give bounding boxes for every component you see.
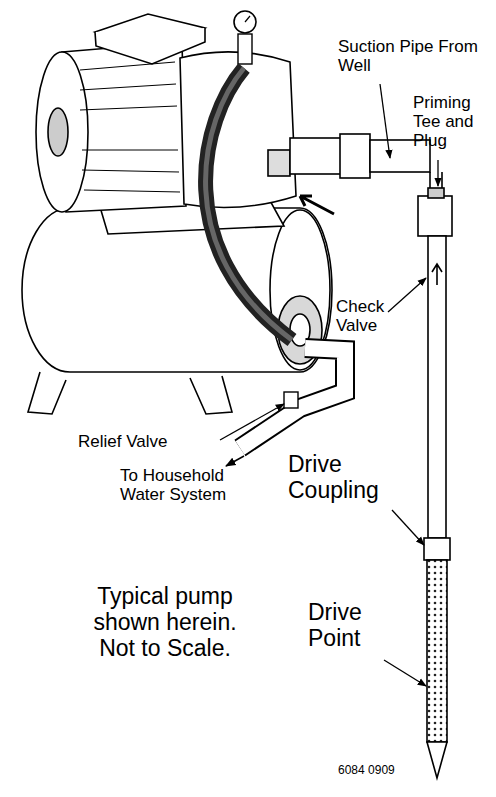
pump-plug	[268, 150, 290, 176]
well-pipe	[424, 236, 450, 778]
leader-line	[388, 278, 426, 312]
motor-hub	[48, 108, 68, 156]
check-valve-arrow	[432, 264, 442, 285]
pipe-union	[340, 134, 370, 178]
leader-line	[220, 404, 284, 440]
gauge-hose	[206, 11, 292, 340]
note-text: Typical pump shown herein. Not to Scale.	[74, 584, 256, 661]
part-label: Drive Coupling	[288, 452, 398, 504]
drive-coupling	[424, 538, 450, 560]
part-label: Drive Point	[308, 600, 386, 652]
part-label: Check Valve	[336, 297, 398, 335]
relief-valve	[284, 392, 298, 408]
pressure-gauge	[234, 11, 256, 33]
outlet-arrow	[226, 456, 244, 466]
drive-point-tip	[427, 742, 447, 778]
motor-fins	[80, 62, 180, 192]
priming-plug	[428, 188, 444, 198]
leader-line	[437, 160, 438, 186]
leader-line	[392, 510, 424, 545]
leader-line	[380, 84, 390, 158]
motor-end	[36, 52, 88, 212]
tank-foot	[28, 372, 66, 414]
drive-point-screen	[427, 560, 447, 742]
outlet-piping	[226, 348, 345, 466]
priming-tee	[418, 196, 452, 236]
part-label: Priming Tee and Plug	[413, 93, 491, 150]
flow-arrow	[300, 196, 334, 214]
hose	[206, 68, 292, 340]
gauge-needle	[245, 16, 250, 22]
leader-lines	[220, 84, 438, 686]
part-label: To Household Water System	[120, 466, 260, 504]
tank-body	[22, 208, 332, 372]
part-label: Relief Valve	[78, 432, 228, 451]
leader-line	[384, 660, 426, 686]
pipe	[428, 236, 446, 538]
pump-motor	[36, 14, 296, 212]
tank-foot	[190, 376, 232, 414]
hose-highlight	[206, 68, 292, 340]
figure-number: 6084 0909	[338, 764, 438, 777]
gauge-stem	[238, 34, 252, 64]
part-label: Suction Pipe From Well	[338, 37, 488, 75]
pressure-tank	[22, 186, 332, 414]
